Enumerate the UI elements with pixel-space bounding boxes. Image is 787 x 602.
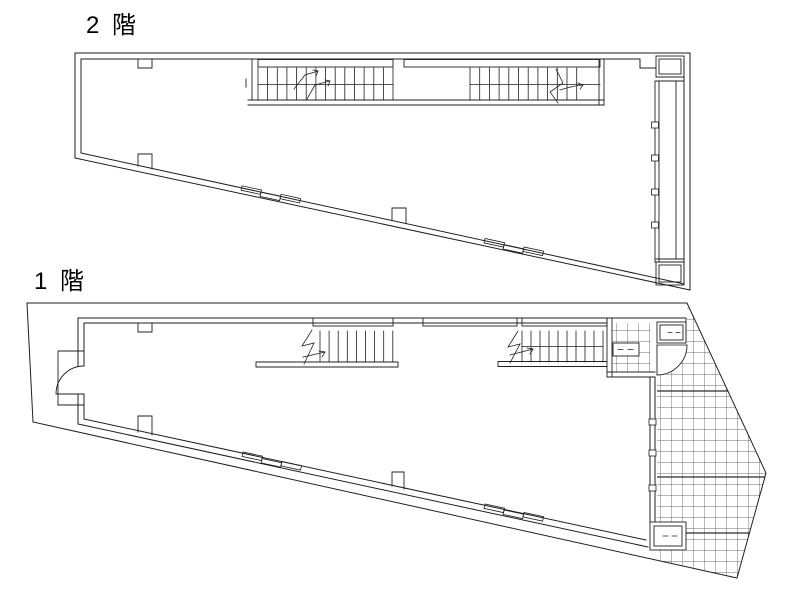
floor-2-stair-right-treads bbox=[469, 67, 601, 104]
floor-2-stair-rail-right bbox=[403, 59, 601, 68]
stair-break-line bbox=[507, 330, 521, 364]
stair-up-arrow bbox=[559, 82, 584, 91]
stair-break-line bbox=[549, 68, 564, 104]
entry-mat bbox=[612, 342, 640, 357]
entrance bbox=[55, 350, 85, 406]
floor-1-stair-left-treads bbox=[301, 329, 394, 365]
floor-1-window-mullions-right bbox=[648, 418, 657, 492]
stair-up-arrow bbox=[302, 350, 326, 358]
floor-1-building-walls bbox=[77, 317, 687, 548]
utility-room-top-right bbox=[656, 317, 687, 344]
floor-1-label: 1 階 bbox=[34, 268, 88, 295]
floor-2-balcony-corridor bbox=[651, 55, 685, 286]
floor-2-stair-hall bbox=[245, 58, 605, 106]
floor-2-windows-south-wall bbox=[240, 185, 545, 257]
entrance-porch bbox=[57, 350, 85, 406]
floor-1-stair-right-base bbox=[497, 361, 608, 367]
floor-2-column-stubs bbox=[137, 58, 407, 224]
floor-2-plan bbox=[74, 52, 691, 291]
floor-1-stair-right-treads bbox=[507, 330, 604, 364]
floor-2-outer-walls bbox=[74, 52, 691, 291]
floor-1-stair-rail-right bbox=[521, 317, 608, 327]
side-door-swing bbox=[656, 344, 688, 376]
entrance-door-swing bbox=[55, 365, 85, 395]
floor-1-plan bbox=[26, 302, 767, 579]
corridor-bottom-box bbox=[655, 261, 685, 286]
floor-1-stair-rail-left bbox=[312, 317, 394, 327]
corridor-window-mullions bbox=[651, 121, 659, 229]
entry-porch-tiled bbox=[606, 317, 656, 378]
stair-break-line bbox=[301, 329, 315, 365]
floor-2-stair-rail-left bbox=[257, 59, 394, 68]
utility-box-bottom-right bbox=[649, 521, 687, 551]
floor-1-windows-south-wall bbox=[241, 451, 545, 522]
stair-up-arrow bbox=[509, 347, 534, 356]
floor-2-stair-left-treads bbox=[257, 67, 394, 101]
side-door bbox=[656, 344, 688, 376]
floor-2-label: 2 階 bbox=[86, 12, 140, 39]
stair-up-arrow bbox=[293, 69, 319, 90]
floor-1-stair-left-base bbox=[255, 361, 399, 368]
floor-1-column-stubs bbox=[137, 322, 405, 490]
floor-1-stairs bbox=[255, 317, 608, 368]
